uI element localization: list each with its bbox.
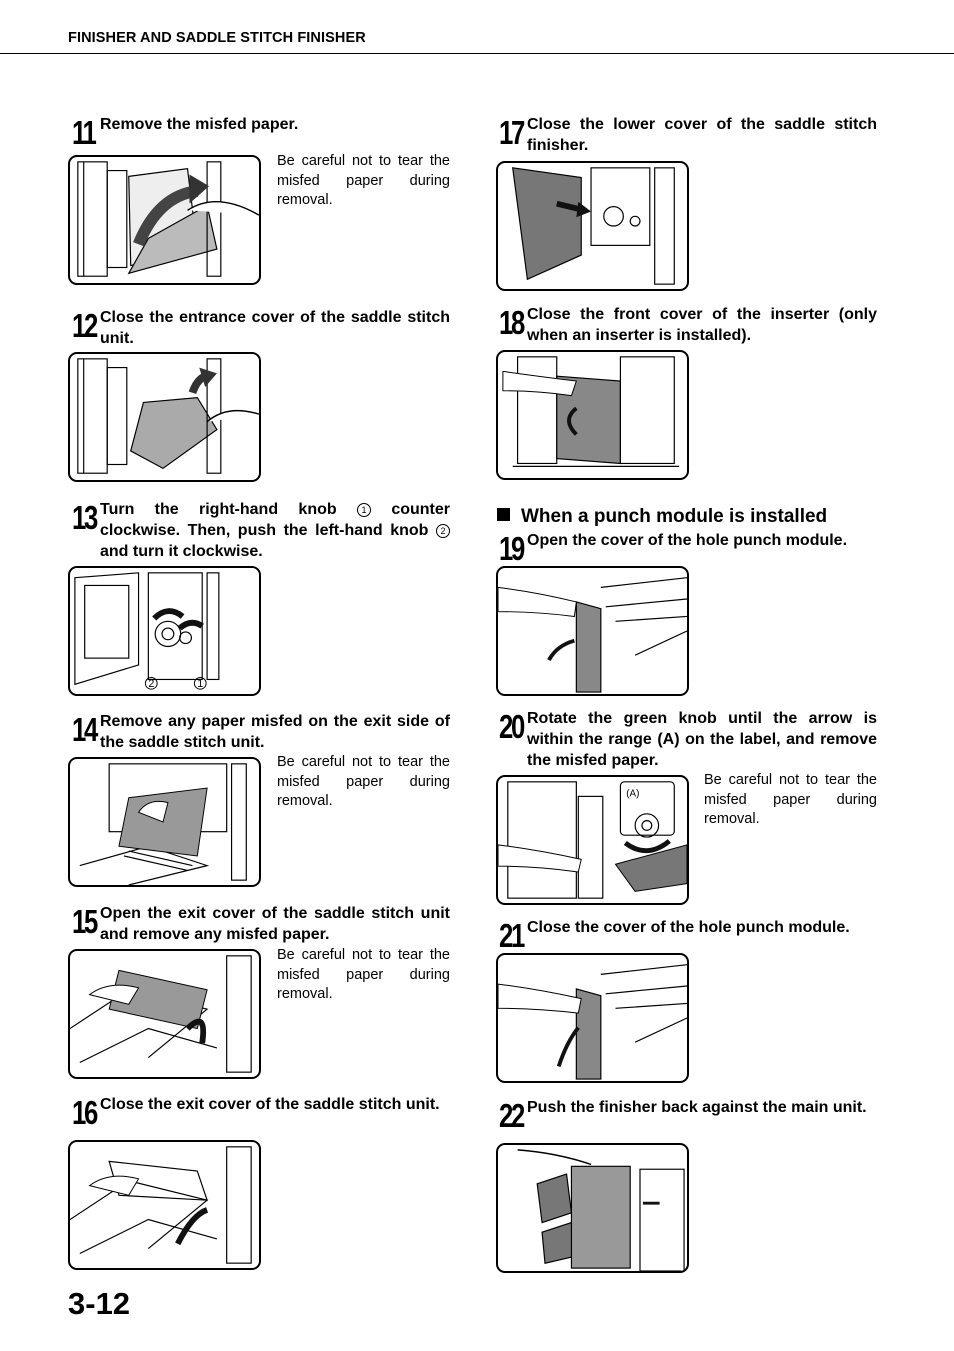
step-number: 21: [499, 917, 525, 954]
step-number: 11: [72, 114, 97, 151]
label-range-a: (A): [626, 788, 639, 799]
knob-2-marker: 2: [436, 524, 451, 538]
page-number: 3-12: [68, 1286, 131, 1321]
step-number: 15: [72, 903, 98, 940]
step-number: 20: [499, 708, 525, 745]
step-13-title-a: Turn the right-hand knob: [100, 501, 337, 518]
illustration-close-exit-cover: [68, 1140, 261, 1270]
step-title: Push the finisher back against the main …: [527, 1099, 867, 1116]
knob-1-marker: 1: [356, 503, 371, 517]
step-13-title-b: counter clockwise. Then, push the left-h…: [100, 501, 450, 539]
section-heading-text: When a punch module is installed: [521, 506, 828, 527]
step-number: 22: [499, 1097, 525, 1134]
step-number: 13: [72, 499, 98, 536]
step-number: 12: [72, 307, 98, 344]
step-11-note: Be careful not to tear the misfed paper …: [277, 153, 450, 208]
step-number: 17: [499, 114, 525, 151]
step-title: Close the front cover of the inserter (o…: [527, 306, 877, 344]
illustration-close-punch-cover: [496, 953, 689, 1083]
step-title: Rotate the green knob until the arrow is…: [527, 710, 877, 769]
illustration-remove-misfed-paper: [68, 155, 261, 285]
illustration-close-inserter-cover: [496, 350, 689, 480]
step-20-note: Be careful not to tear the misfed paper …: [704, 772, 877, 827]
figure-label-2: 2: [148, 678, 154, 690]
step-number: 14: [72, 711, 98, 748]
illustration-close-lower-cover: [496, 161, 689, 291]
illustration-push-finisher-back: [496, 1143, 689, 1273]
step-number: 16: [72, 1094, 98, 1131]
step-15-note: Be careful not to tear the misfed paper …: [277, 947, 450, 1002]
illustration-rotate-green-knob: (A): [496, 775, 689, 905]
step-title: Close the exit cover of the saddle stitc…: [100, 1096, 440, 1113]
square-bullet-icon: [497, 508, 510, 521]
illustration-open-punch-cover: [496, 566, 689, 696]
illustration-turn-knobs: 2 1: [68, 566, 261, 696]
step-13-title-c: and turn it clockwise.: [100, 543, 263, 560]
step-14-note: Be careful not to tear the misfed paper …: [277, 754, 450, 809]
step-title: Open the cover of the hole punch module.: [527, 532, 848, 549]
step-title: Remove the misfed paper.: [100, 116, 299, 133]
step-title: Close the cover of the hole punch module…: [527, 919, 850, 936]
figure-label-1: 1: [197, 678, 203, 690]
step-title: Close the entrance cover of the saddle s…: [100, 309, 450, 347]
step-title: Turn the right-hand knob 1 counter clock…: [100, 499, 451, 562]
header-rule: [0, 53, 954, 54]
step-title: Open the exit cover of the saddle stitch…: [100, 905, 450, 943]
illustration-remove-exit-paper: [68, 757, 261, 887]
section-heading: When a punch module is installed: [497, 506, 827, 528]
page-header: FINISHER AND SADDLE STITCH FINISHER: [68, 30, 366, 46]
step-number: 18: [499, 304, 525, 341]
step-title: Remove any paper misfed on the exit side…: [100, 713, 450, 751]
step-number: 19: [499, 530, 525, 567]
step-title: Close the lower cover of the saddle stit…: [527, 116, 877, 154]
illustration-close-entrance-cover: [68, 352, 261, 482]
illustration-open-exit-cover: [68, 949, 261, 1079]
